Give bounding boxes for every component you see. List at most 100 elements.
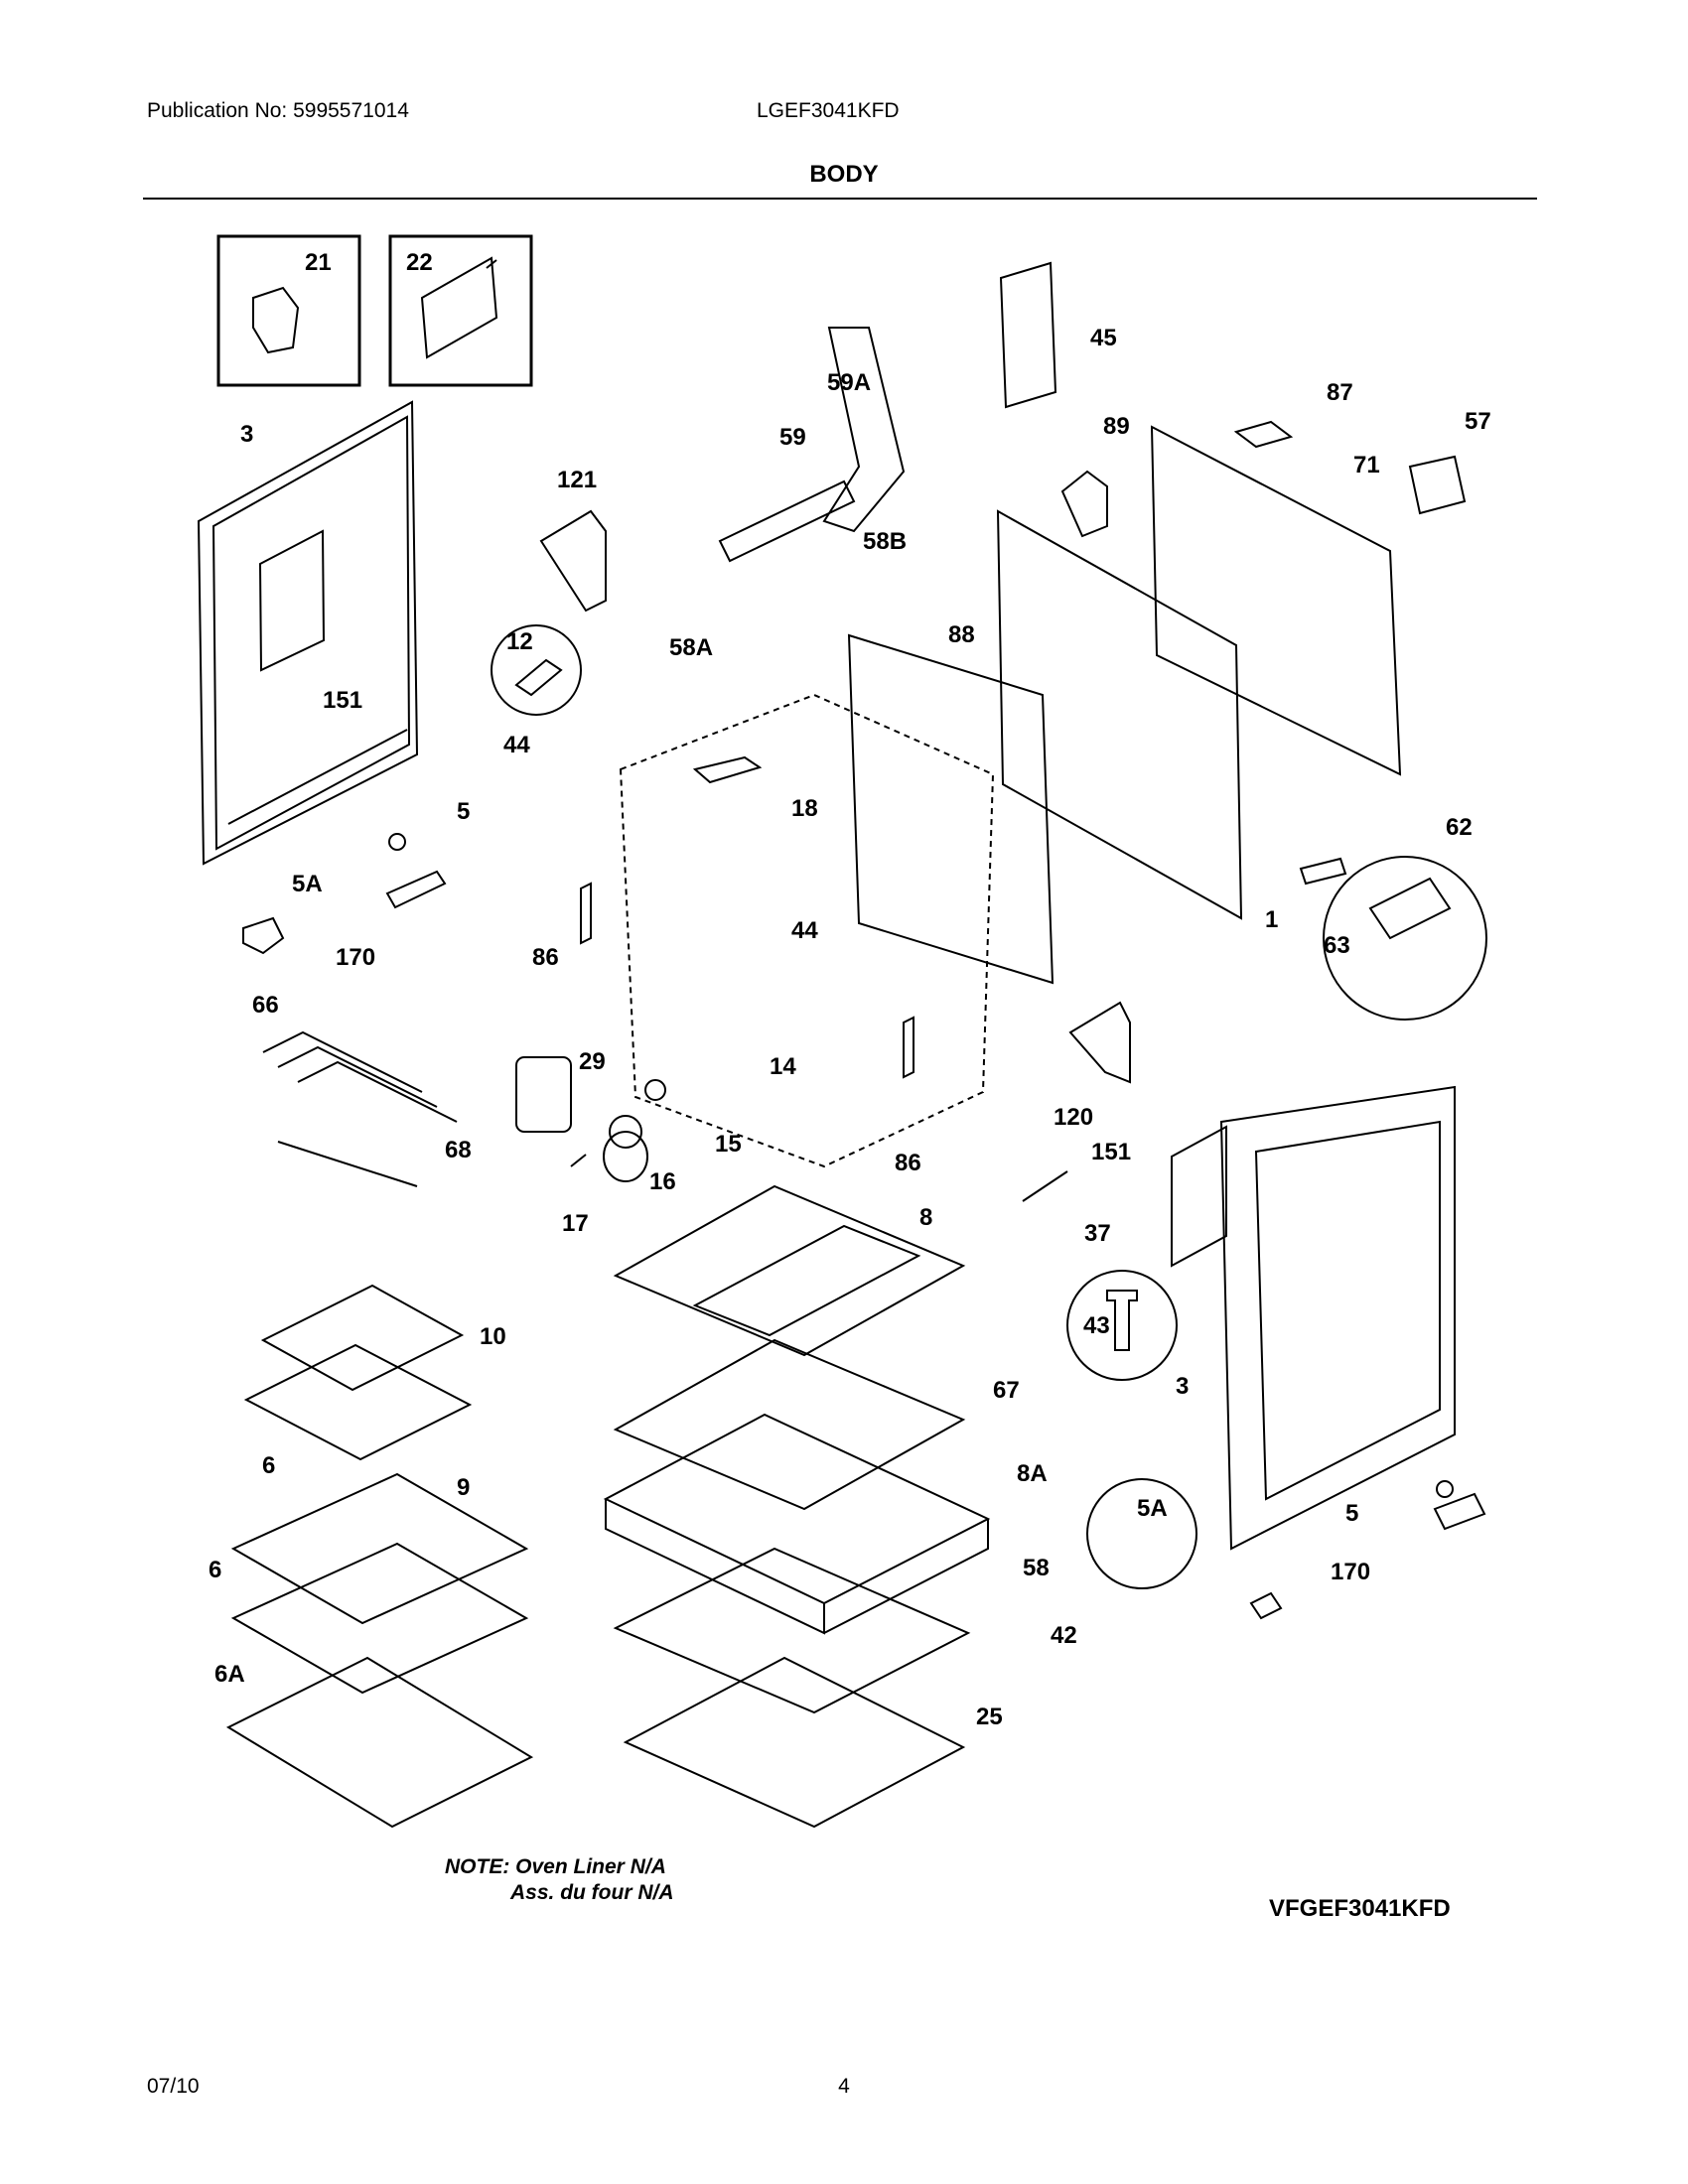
bracket-170-left [385, 870, 447, 909]
callout-6-upper: 6 [262, 1452, 275, 1479]
callout-45: 45 [1090, 325, 1117, 351]
diagram-id: VFGEF3041KFD [1269, 1895, 1451, 1922]
callout-6A: 6A [214, 1661, 245, 1688]
callout-59A: 59A [827, 369, 871, 396]
bracket-89 [1060, 470, 1108, 538]
rack-6-upper [230, 1472, 529, 1625]
duct-59A [822, 327, 906, 533]
screw-43 [1106, 1290, 1138, 1351]
broiler-grid-10 [260, 1284, 465, 1392]
callout-6-lower: 6 [209, 1557, 221, 1583]
callout-25: 25 [976, 1704, 1003, 1730]
panel-8A [613, 1338, 966, 1511]
cover-57 [1408, 455, 1467, 515]
callout-88: 88 [948, 621, 975, 648]
callout-10: 10 [480, 1323, 506, 1350]
callout-62: 62 [1446, 814, 1473, 841]
callout-120: 120 [1054, 1104, 1093, 1131]
section-title: BODY [809, 161, 879, 188]
part-22-cover [420, 256, 498, 359]
lamp-socket-15 [609, 1115, 642, 1149]
probe-37 [1022, 1170, 1068, 1202]
side-panel-left [197, 400, 419, 866]
inset-box-21 [216, 234, 361, 387]
inset-box-22 [388, 234, 533, 387]
callout-44-upper: 44 [503, 732, 530, 758]
callout-29: 29 [579, 1048, 606, 1075]
back-panel-71 [1150, 425, 1402, 776]
insulation-58B [847, 633, 1055, 985]
page-number: 4 [838, 2075, 850, 2098]
callout-5A-right: 5A [1137, 1495, 1168, 1522]
oven-liner-58A [619, 693, 995, 1168]
detail-circle-62 [1323, 856, 1487, 1021]
broil-element-67 [692, 1224, 921, 1337]
callout-3-left: 3 [240, 421, 253, 448]
bracket-87 [1233, 420, 1294, 449]
callout-8A: 8A [1017, 1460, 1048, 1487]
callout-86-upper: 86 [532, 944, 559, 971]
callout-57: 57 [1465, 408, 1491, 435]
note-line-1: NOTE: Oven Liner N/A [445, 1855, 666, 1878]
callout-5-right: 5 [1345, 1500, 1358, 1527]
strip-151-right [1171, 1125, 1227, 1268]
callout-1: 1 [1265, 906, 1278, 933]
oven-liner-note: NOTE: Oven Liner N/A Ass. du four N/A [445, 1854, 674, 1906]
callout-89: 89 [1103, 413, 1130, 440]
detail-circle-43 [1066, 1270, 1178, 1381]
frame-1 [996, 509, 1243, 920]
bracket-121 [539, 509, 607, 613]
model-number: LGEF3041KFD [757, 99, 900, 122]
bracket-18 [692, 755, 763, 784]
callout-14: 14 [770, 1053, 796, 1080]
publication-number: Publication No: 5995571014 [147, 99, 409, 122]
callout-67: 67 [993, 1377, 1020, 1404]
receptacle-29 [515, 1056, 572, 1133]
broiler-pan-9 [243, 1343, 473, 1461]
header-rule [143, 198, 1537, 200]
panel-42 [613, 1547, 971, 1714]
callout-58: 58 [1023, 1555, 1050, 1581]
callout-58B: 58B [863, 528, 907, 555]
lamp-cover-16 [603, 1131, 648, 1182]
bracket-86-lower [903, 1016, 914, 1079]
rack-6A [225, 1656, 534, 1829]
callout-12: 12 [506, 628, 533, 655]
terminal-block-62 [1299, 857, 1347, 886]
callout-68: 68 [445, 1137, 472, 1163]
detail-circle-12 [491, 624, 582, 716]
callout-59: 59 [779, 424, 806, 451]
callout-5-left: 5 [457, 798, 470, 825]
insulation-58 [603, 1413, 991, 1635]
callout-21: 21 [305, 249, 332, 276]
callout-170-right: 170 [1331, 1559, 1370, 1585]
wire-68 [277, 1141, 418, 1187]
callout-43: 43 [1083, 1312, 1110, 1339]
bracket-170-right [1433, 1492, 1486, 1531]
screw-5-right [1436, 1480, 1454, 1498]
callout-3-right: 3 [1176, 1373, 1189, 1400]
callout-17: 17 [562, 1210, 589, 1237]
callout-121: 121 [557, 467, 597, 493]
callout-58A: 58A [669, 634, 713, 661]
callout-151-right: 151 [1091, 1139, 1131, 1165]
callout-66: 66 [252, 992, 279, 1019]
panel-25 [623, 1656, 966, 1829]
callout-5A-left: 5A [292, 871, 323, 897]
thermostat-12 [514, 658, 563, 697]
callout-170-left: 170 [336, 944, 375, 971]
bracket-86-upper [580, 882, 592, 945]
callout-63: 63 [1324, 932, 1350, 959]
callout-16: 16 [649, 1168, 676, 1195]
lamp-14 [644, 1079, 666, 1101]
detail-circle-5A [1086, 1478, 1197, 1589]
callout-151-left: 151 [323, 687, 362, 714]
part-21-clip [252, 286, 300, 354]
bake-element-66 [262, 1030, 458, 1123]
callout-37: 37 [1084, 1220, 1111, 1247]
callout-71: 71 [1353, 452, 1380, 478]
callout-87: 87 [1327, 379, 1353, 406]
screw-5-left [388, 833, 406, 851]
callout-44-lower: 44 [791, 917, 818, 944]
